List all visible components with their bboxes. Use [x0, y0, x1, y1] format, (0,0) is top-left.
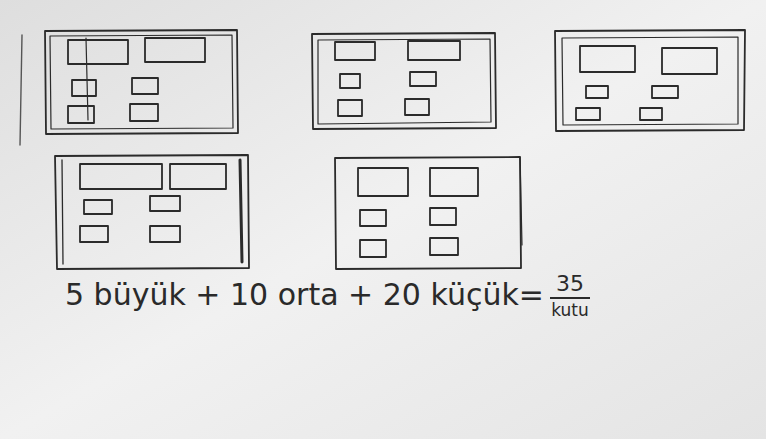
- pencil-stroke: [20, 35, 22, 145]
- total-number: 35: [550, 272, 590, 299]
- large-box: [312, 33, 496, 129]
- large-box: [55, 155, 249, 269]
- large-box: [45, 30, 238, 134]
- large-box: [335, 157, 522, 269]
- equation-label: 5 büyük + 10 orta + 20 küçük=: [65, 278, 544, 311]
- unit-label: kutu: [551, 301, 589, 320]
- large-box: [555, 30, 745, 131]
